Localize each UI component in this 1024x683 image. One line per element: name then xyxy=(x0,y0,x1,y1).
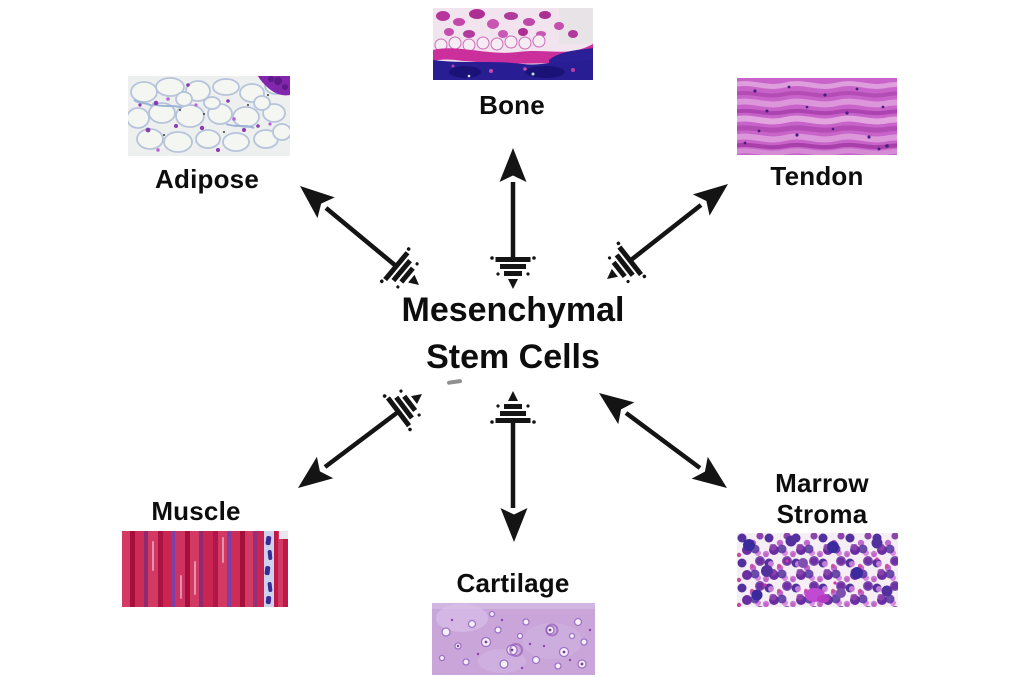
tissue-label-cartilage: Cartilage xyxy=(456,568,570,598)
tissue-label-adipose: Adipose xyxy=(155,164,259,194)
center-label-line2: Stem Cells xyxy=(426,337,600,376)
striped-arrowhead xyxy=(382,375,436,432)
arrow-center-adipose xyxy=(291,175,434,303)
arrow-center-muscle xyxy=(289,375,436,499)
solid-arrowhead xyxy=(500,508,528,542)
center-label-mesenchymal-stem-cells: Mesenchymal Stem Cells xyxy=(363,287,663,381)
striped-arrowhead xyxy=(490,256,536,289)
solid-arrowhead xyxy=(289,456,334,499)
arrow-center-tendon xyxy=(592,173,737,297)
marrow-label-line2: Stroma xyxy=(776,499,868,530)
tendon-histology-image xyxy=(737,78,897,155)
cartilage-histology-image xyxy=(432,603,595,675)
arrow-center-bone xyxy=(490,148,536,289)
center-label-line1: Mesenchymal xyxy=(401,291,625,329)
arrow-center-cartilage xyxy=(490,391,536,542)
marrow-label-line1: Marrow xyxy=(775,468,869,498)
tissue-label-marrow-stroma: Marrow Stroma xyxy=(722,468,922,530)
arrow-center-marrow-stroma xyxy=(590,382,736,499)
tissue-label-tendon: Tendon xyxy=(770,161,864,191)
bone-histology-image xyxy=(433,8,593,80)
adipose-histology-image xyxy=(128,76,290,156)
striped-arrowhead xyxy=(490,391,536,424)
solid-arrowhead xyxy=(590,382,635,425)
solid-arrowhead xyxy=(499,148,527,182)
tissue-label-bone: Bone xyxy=(479,90,545,120)
tissue-label-muscle: Muscle xyxy=(151,496,241,526)
muscle-histology-image xyxy=(122,531,288,607)
marrow-stroma-histology-image xyxy=(737,533,898,607)
